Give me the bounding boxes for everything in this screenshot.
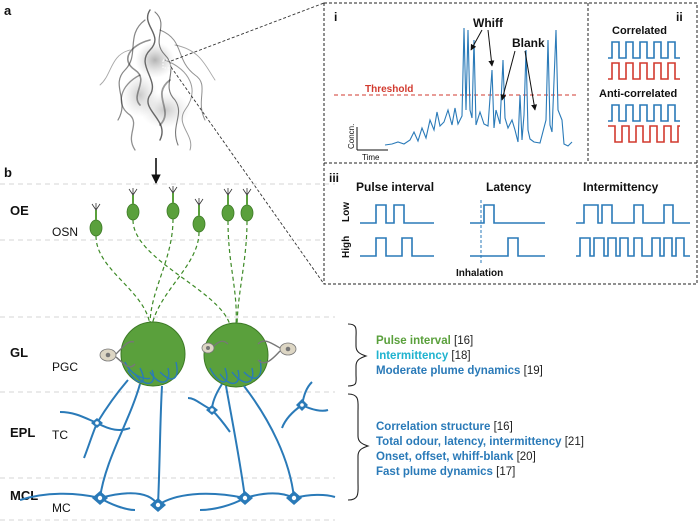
- gl-ref-item: Moderate plume dynamics [19]: [376, 364, 543, 379]
- osn-label: OSN: [52, 225, 78, 239]
- pgc-right: [257, 340, 297, 364]
- row-high-label: High: [341, 236, 352, 258]
- concentration-trace: [384, 27, 573, 147]
- intermittency-low: [576, 204, 690, 224]
- intermittency-high: [576, 237, 690, 257]
- panel-label-i: i: [334, 10, 337, 24]
- col-pulse-interval: Pulse interval: [356, 180, 434, 194]
- epl-ref-item: Onset, offset, whiff-blank [20]: [376, 450, 584, 465]
- layer-label-oe: OE: [10, 203, 29, 218]
- epl-ref-item: Correlation structure [16]: [376, 420, 584, 435]
- anti-correlated-trace-red: [608, 125, 680, 143]
- gl-ref-keyword: Pulse interval: [376, 335, 451, 347]
- gl-ref-citation: [18]: [451, 350, 471, 362]
- zoom-line-top: [170, 2, 325, 62]
- gl-brace: [347, 323, 368, 387]
- epl-ref-citation: [20]: [516, 451, 536, 463]
- concn-axis-label: Concn.: [347, 124, 356, 149]
- gl-reference-list: Pulse interval [16] Intermittency [18] M…: [376, 334, 543, 379]
- latency-low: [470, 204, 545, 224]
- epl-ref-item: Fast plume dynamics [17]: [376, 465, 584, 480]
- gl-ref-citation: [16]: [454, 335, 474, 347]
- layer-label-mcl: MCL: [10, 488, 38, 503]
- epl-ref-citation: [16]: [493, 421, 513, 433]
- tc-label: TC: [52, 428, 68, 442]
- inset-box: [323, 2, 698, 285]
- epl-ref-keyword: Onset, offset, whiff-blank: [376, 451, 514, 463]
- blank-arrow-left: [500, 50, 516, 101]
- mc-label: MC: [52, 501, 71, 515]
- time-axis-label: Time: [362, 153, 380, 162]
- epl-ref-item: Total odour, latency, intermittency [21]: [376, 435, 584, 450]
- whiff-arrow-right: [487, 29, 495, 67]
- osn-axons: [95, 218, 248, 326]
- cell-nuclei: [95, 403, 304, 508]
- gl-ref-item: Intermittency [18]: [376, 349, 543, 364]
- layer-boundaries: [0, 183, 335, 521]
- panel-label-iii: iii: [329, 171, 339, 185]
- glomerulus-right: [203, 322, 269, 388]
- epl-brace: [347, 393, 370, 501]
- zoom-box: [162, 59, 172, 69]
- inhalation-label: Inhalation: [456, 268, 503, 279]
- gl-ref-item: Pulse interval [16]: [376, 334, 543, 349]
- cell-bodies: [91, 399, 308, 512]
- projection-neurons: [19, 379, 336, 511]
- gl-ref-keyword: Moderate plume dynamics: [376, 365, 521, 377]
- row-low-label: Low: [341, 202, 352, 222]
- col-intermittency: Intermittency: [583, 180, 659, 194]
- glomerulus-left: [120, 321, 186, 387]
- blank-label: Blank: [512, 36, 545, 50]
- pgc-left: [99, 340, 136, 368]
- panel-label-a: a: [4, 3, 12, 18]
- gl-ref-citation: [19]: [523, 365, 543, 377]
- gl-ref-keyword: Intermittency: [376, 350, 449, 362]
- pgc-label: PGC: [52, 360, 78, 374]
- anti-correlated-label: Anti-correlated: [599, 88, 677, 100]
- epl-ref-keyword: Fast plume dynamics: [376, 466, 493, 478]
- whiff-label: Whiff: [473, 16, 504, 30]
- epl-reference-list: Correlation structure [16] Total odour, …: [376, 420, 584, 480]
- threshold-label: Threshold: [365, 84, 413, 95]
- correlated-label: Correlated: [612, 25, 667, 37]
- correlated-trace-blue: [608, 41, 680, 59]
- pulse-interval-high: [360, 237, 434, 257]
- correlated-trace-red: [608, 62, 680, 80]
- col-latency: Latency: [486, 180, 532, 194]
- whiff-arrow-left: [470, 29, 483, 51]
- pulse-interval-low: [360, 204, 434, 224]
- zoom-line-bottom: [170, 66, 325, 285]
- layer-label-gl: GL: [10, 345, 28, 360]
- blank-arrow-right: [524, 50, 538, 111]
- pgc-inner-right: [201, 340, 229, 354]
- panel-label-ii: ii: [676, 10, 683, 24]
- anti-correlated-trace-blue: [608, 104, 680, 122]
- epl-ref-citation: [17]: [496, 466, 516, 478]
- latency-high: [470, 237, 545, 257]
- layer-label-epl: EPL: [10, 425, 35, 440]
- epl-ref-keyword: Total odour, latency, intermittency: [376, 436, 562, 448]
- epl-ref-citation: [21]: [564, 436, 584, 448]
- epl-ref-keyword: Correlation structure: [376, 421, 491, 433]
- smoke-plume-image: [99, 9, 216, 151]
- panel-label-b: b: [4, 165, 12, 180]
- osn-neurons: [89, 186, 254, 237]
